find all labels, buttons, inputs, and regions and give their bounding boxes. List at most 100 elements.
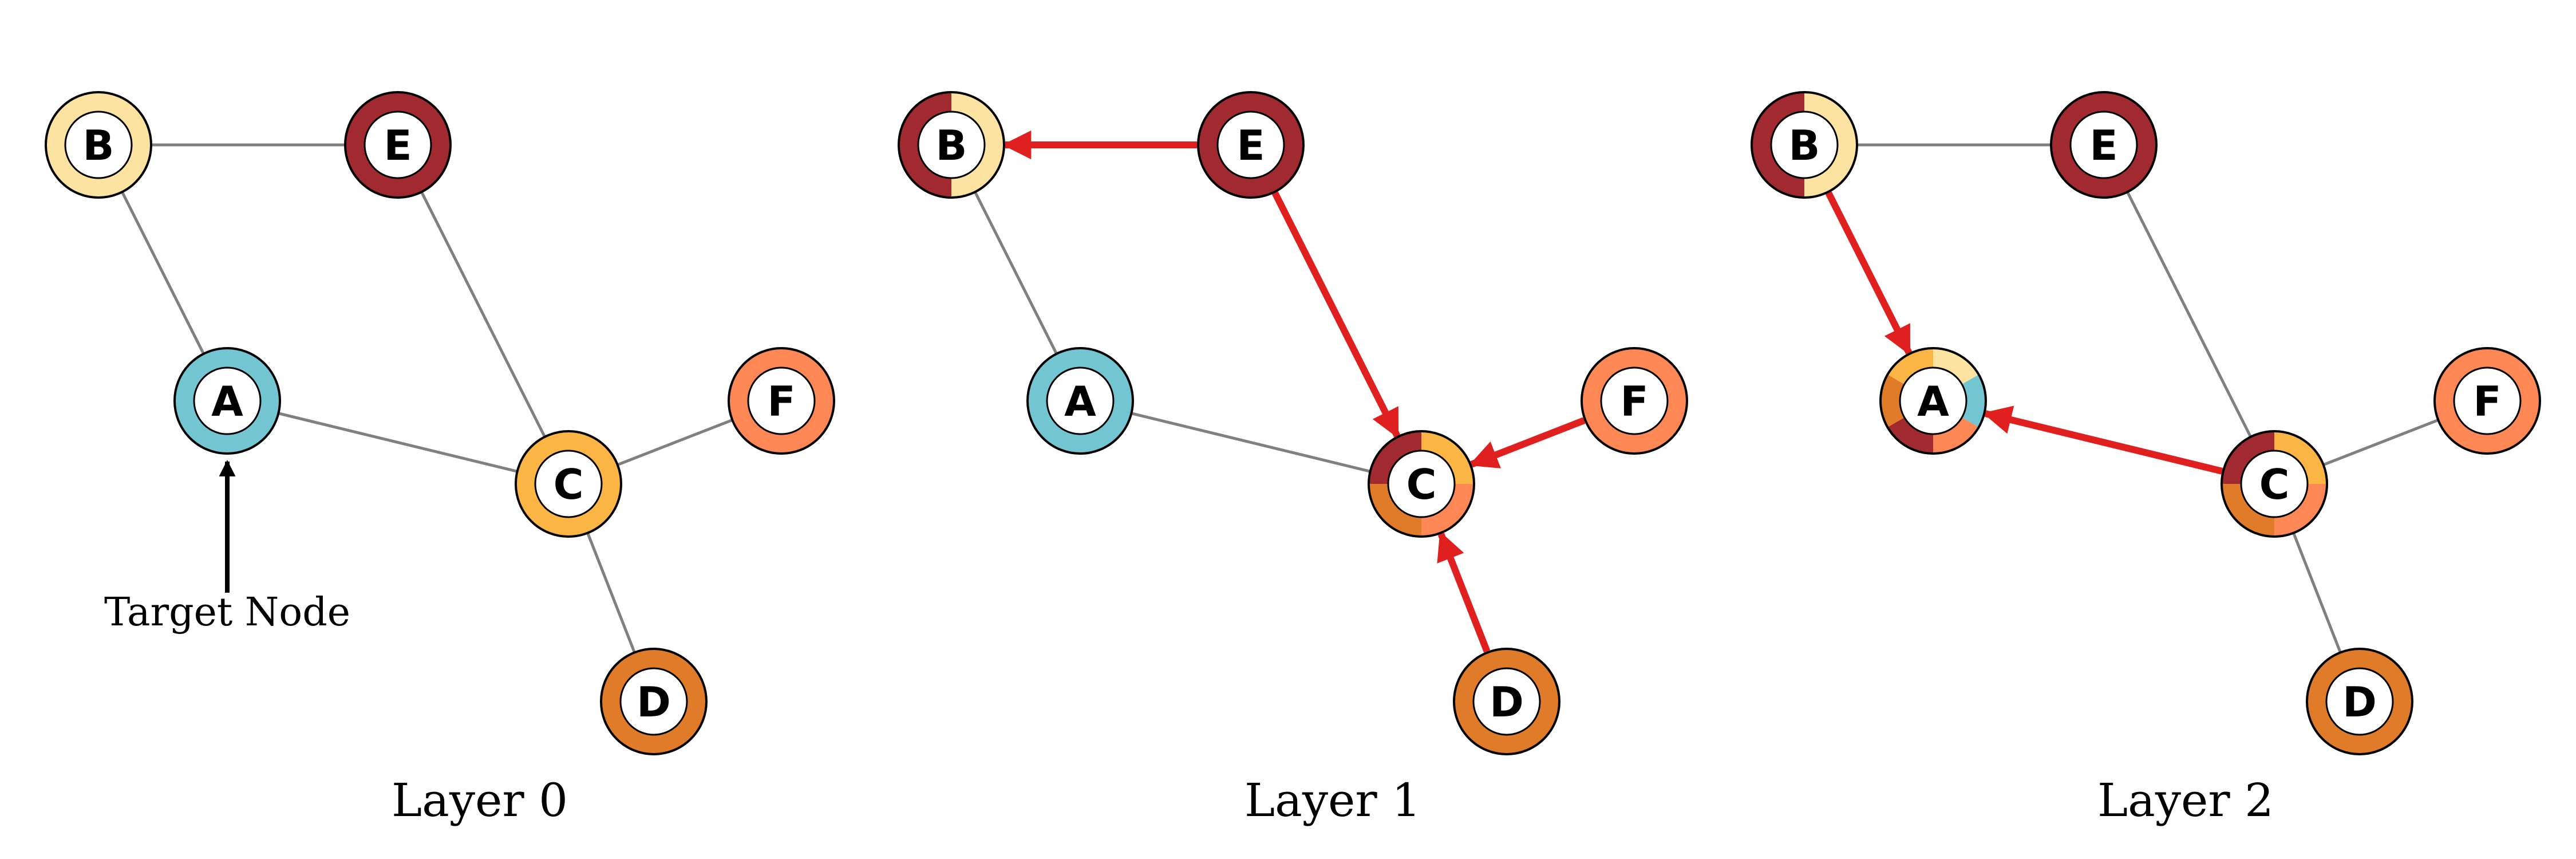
node-F-inner-outline: [747, 367, 816, 435]
node-F-outline: [1581, 347, 1688, 455]
edge-E-C: [2102, 144, 2276, 485]
graph-edges: [950, 144, 1422, 486]
node-D-outline: [2306, 648, 2413, 755]
node-E-label: E: [2089, 121, 2117, 170]
node-F-outline: [728, 347, 835, 455]
node-E-label: E: [384, 121, 412, 170]
panel-title: Layer 2: [2097, 774, 2274, 827]
node-C-outline: [1368, 430, 1475, 538]
node-C-label: C: [1406, 460, 1437, 509]
message-arrows: [1002, 130, 1586, 653]
node-C-ring-segment-E: [1369, 431, 1421, 484]
node-B: B: [898, 91, 1005, 199]
node-A-center: [194, 368, 260, 434]
panel-layer-1: B E A C F D Layer 1: [898, 91, 1688, 827]
node-E: E: [344, 91, 452, 199]
node-A-inner-outline: [1899, 367, 1967, 435]
node-B-outline: [1751, 91, 1858, 199]
node-B-ring-segment-B: [1804, 92, 1857, 198]
edge-E-C: [396, 144, 570, 485]
node-F: F: [1581, 347, 1688, 455]
node-B-center: [1771, 112, 1838, 178]
node-F-ring: [2435, 348, 2540, 454]
node-D: D: [1453, 648, 1560, 755]
node-E: E: [2050, 91, 2158, 199]
node-D-center: [2326, 668, 2393, 735]
node-A-outline: [1879, 347, 1987, 455]
node-C-ring-segment-F: [1421, 484, 1474, 537]
node-C-label: C: [554, 460, 584, 509]
node-E-center: [1218, 112, 1284, 178]
node-F: F: [2433, 347, 2541, 455]
node-F-ring: [1582, 348, 1687, 454]
node-E-ring: [2051, 92, 2156, 198]
node-D-inner-outline: [619, 667, 688, 736]
node-C-center: [1388, 451, 1455, 517]
node-D-center: [1473, 668, 1540, 735]
node-D-inner-outline: [1472, 667, 1541, 736]
node-F-inner-outline: [1600, 367, 1669, 435]
node-A-inner-outline: [1046, 367, 1115, 435]
node-B: B: [45, 91, 152, 199]
node-B-inner-outline: [917, 111, 986, 179]
node-B-center: [918, 112, 985, 178]
node-A-ring-segment-D: [1880, 375, 1905, 427]
node-F-center: [1601, 368, 1668, 434]
node-C: C: [2221, 430, 2328, 538]
node-A-ring: [175, 348, 280, 454]
node-E-outline: [1197, 91, 1305, 199]
node-F: F: [728, 347, 835, 455]
node-C: C: [1368, 430, 1475, 538]
node-E-inner-outline: [1216, 111, 1285, 179]
node-B-label: B: [936, 121, 967, 170]
node-C-ring-segment-E: [2222, 431, 2274, 484]
node-C-outline: [515, 430, 622, 538]
node-F-label: F: [1620, 377, 1648, 425]
node-D-ring: [1454, 649, 1559, 754]
node-D-outline: [1453, 648, 1560, 755]
node-C: C: [515, 430, 622, 538]
node-B-ring-segment-E: [1752, 92, 1804, 198]
node-E-inner-outline: [364, 111, 432, 179]
node-A: A: [173, 347, 281, 455]
node-E-label: E: [1236, 121, 1265, 170]
node-F-ring: [729, 348, 834, 454]
message-arrow-B-to-A: [1825, 191, 1913, 356]
node-E-inner-outline: [2069, 111, 2138, 179]
node-C-center: [535, 451, 602, 517]
node-E: E: [1197, 91, 1305, 199]
node-F-label: F: [2473, 377, 2501, 425]
node-B-inner-outline: [64, 111, 133, 179]
node-D-label: D: [2342, 678, 2377, 726]
node-D-ring: [2307, 649, 2412, 754]
node-B-ring-segment-B: [951, 92, 1004, 198]
target-node-annotation: Target Node: [104, 460, 350, 635]
node-E-ring: [1198, 92, 1303, 198]
message-arrows: [1825, 191, 2223, 475]
node-A-ring-segment-E: [1887, 417, 1933, 454]
node-E-center: [2071, 112, 2137, 178]
node-B-label: B: [83, 121, 114, 170]
node-F-center: [2454, 368, 2520, 434]
nodes: B E A C F D: [1751, 91, 2541, 755]
message-arrow-E-to-C: [1271, 191, 1401, 439]
node-B: B: [1751, 91, 1858, 199]
node-C-ring-segment-C: [1421, 431, 1474, 484]
panel-title: Layer 1: [1244, 774, 1421, 827]
node-A-outline: [173, 347, 281, 455]
node-F-inner-outline: [2453, 367, 2522, 435]
node-E-outline: [344, 91, 452, 199]
node-A-ring: [1028, 348, 1133, 454]
node-D-center: [621, 668, 687, 735]
message-arrow-F-to-C: [1468, 417, 1586, 468]
node-A-ring-segment-B: [1933, 348, 1979, 384]
node-D-outline: [600, 648, 708, 755]
node-B-label: B: [1789, 121, 1820, 170]
node-A-label: A: [1917, 377, 1949, 425]
target-node-label: Target Node: [104, 590, 350, 635]
node-A-label: A: [1064, 377, 1096, 425]
message-arrow-C-to-A: [1982, 405, 2223, 475]
node-E-outline: [2050, 91, 2158, 199]
